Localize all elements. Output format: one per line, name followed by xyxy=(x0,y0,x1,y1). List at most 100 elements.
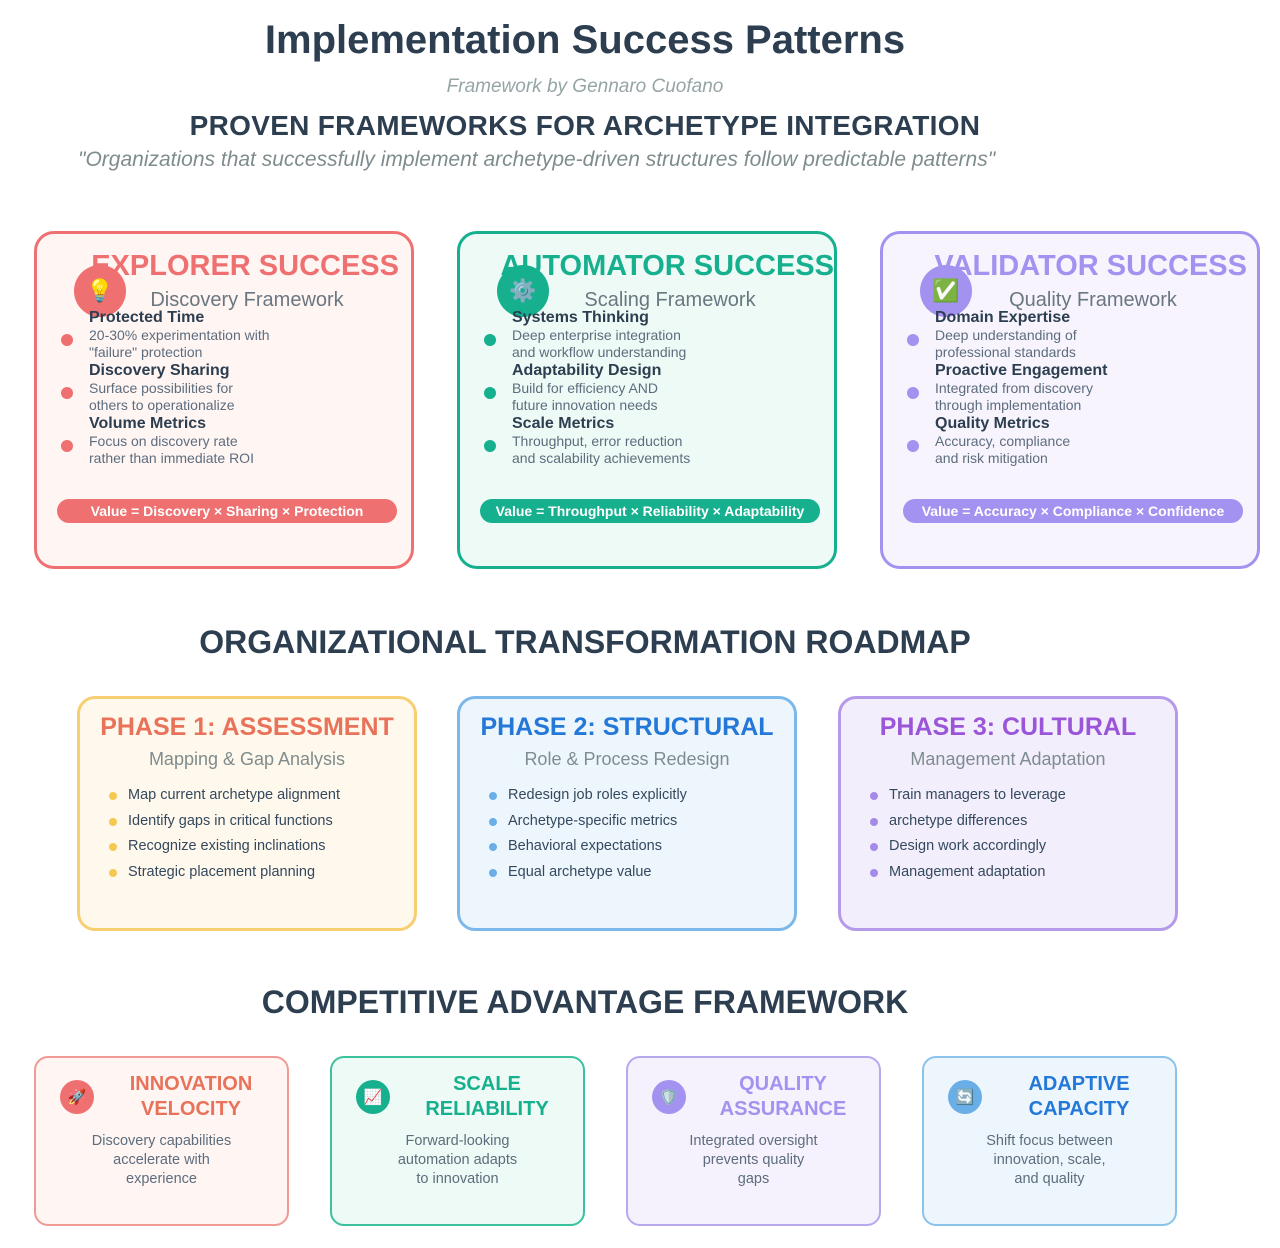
phase-list: Redesign job roles explicitly Archetype-… xyxy=(486,783,687,885)
list-item-text: Behavioral expectations xyxy=(508,838,662,854)
value-formula: Value = Throughput × Reliability × Adapt… xyxy=(480,499,820,523)
phase-subtitle: Role & Process Redesign xyxy=(524,749,730,769)
item-title: Scale Metrics xyxy=(512,415,615,432)
bullet-dot xyxy=(61,334,73,346)
phase-title: PHASE 3: CULTURAL xyxy=(879,713,1137,741)
item-text: Accuracy, compliance and risk mitigation xyxy=(935,433,1071,466)
bullet-dot xyxy=(907,440,919,452)
lightbulb-icon: 💡 xyxy=(74,265,126,317)
item-title: Adaptability Design xyxy=(512,362,662,379)
card-item: Volume Metrics Focus on discovery rate r… xyxy=(89,414,389,467)
section-title-roadmap: ORGANIZATIONAL TRANSFORMATION ROADMAP xyxy=(199,624,971,660)
phase-card-structural: PHASE 2: STRUCTURAL Role & Process Redes… xyxy=(457,696,797,931)
advantage-title: QUALITY ASSURANCE xyxy=(719,1073,847,1120)
bullet-dot xyxy=(109,843,117,851)
card-item: Quality Metrics Accuracy, compliance and… xyxy=(935,414,1235,467)
card-title: EXPLORER SUCCESS xyxy=(91,250,399,282)
checkmark-icon: ✅ xyxy=(920,265,972,317)
card-subtitle: Quality Framework xyxy=(1009,289,1177,311)
list-item: Behavioral expectations xyxy=(486,834,687,860)
gear-icon: ⚙️ xyxy=(497,265,549,317)
advantage-text: Forward-looking automation adapts to inn… xyxy=(397,1133,518,1187)
card-item: Protected Time 20-30% experimentation wi… xyxy=(89,308,389,361)
list-item: Design work accordingly xyxy=(867,834,1066,860)
phase-title: PHASE 1: ASSESSMENT xyxy=(100,713,394,741)
advantage-title: SCALE RELIABILITY xyxy=(425,1073,549,1120)
list-item-text: Recognize existing inclinations xyxy=(128,838,326,854)
bullet-dot xyxy=(61,440,73,452)
bullet-dot xyxy=(489,868,497,877)
item-title: Domain Expertise xyxy=(935,309,1071,326)
author-credit: Framework by Gennaro Cuofano xyxy=(446,76,724,97)
bullet-dot xyxy=(907,334,919,346)
explorer-card: EXPLORER SUCCESS Discovery Framework 💡 P… xyxy=(34,231,414,569)
page-title: Implementation Success Patterns xyxy=(264,18,906,62)
bullet-dot xyxy=(489,817,497,826)
list-item: Redesign job roles explicitly xyxy=(486,783,687,809)
list-item-text: Strategic placement planning xyxy=(128,863,316,880)
item-text: Integrated from discovery through implem… xyxy=(935,380,1093,413)
rocket-icon: 🚀 xyxy=(60,1080,94,1114)
card-item: Domain Expertise Deep understanding of p… xyxy=(935,308,1235,361)
list-item: Strategic placement planning xyxy=(106,860,340,886)
list-item-text: archetype differences xyxy=(889,812,1028,829)
bullet-dot xyxy=(489,843,497,851)
section-title-frameworks: PROVEN FRAMEWORKS FOR ARCHETYPE INTEGRAT… xyxy=(189,110,981,141)
item-text: Throughput, error reduction and scalabil… xyxy=(512,433,691,466)
bullet-dot xyxy=(870,868,878,877)
item-text: 20-30% experimentation with "failure" pr… xyxy=(89,327,270,360)
advantage-text: Integrated oversight prevents quality ga… xyxy=(689,1133,818,1187)
refresh-icon: 🔄 xyxy=(948,1080,982,1114)
phase-list: Train managers to leverage archetype dif… xyxy=(867,783,1066,885)
automator-card: AUTOMATOR SUCCESS Scaling Framework ⚙️ S… xyxy=(457,231,837,569)
card-item: Systems Thinking Deep enterprise integra… xyxy=(512,308,812,361)
chart-icon: 📈 xyxy=(356,1080,390,1114)
list-item-text: Identify gaps in critical functions xyxy=(128,812,333,829)
list-item-text: Equal archetype value xyxy=(508,863,652,880)
item-title: Volume Metrics xyxy=(89,415,207,432)
list-item-text: Train managers to leverage xyxy=(889,787,1066,803)
item-text: Deep enterprise integration and workflow… xyxy=(512,327,687,360)
card-item: Discovery Sharing Surface possibilities … xyxy=(89,361,389,414)
card-title: VALIDATOR SUCCESS xyxy=(934,250,1247,282)
bullet-dot xyxy=(489,792,497,800)
list-item: Recognize existing inclinations xyxy=(106,834,340,860)
validator-card: VALIDATOR SUCCESS Quality Framework ✅ Do… xyxy=(880,231,1260,569)
value-formula: Value = Discovery × Sharing × Protection xyxy=(57,499,397,523)
bullet-dot xyxy=(109,817,117,826)
phase-subtitle: Mapping & Gap Analysis xyxy=(148,749,346,769)
list-item: Management adaptation xyxy=(867,860,1066,886)
list-item-text: Design work accordingly xyxy=(889,838,1047,854)
item-text: Surface possibilities for others to oper… xyxy=(89,380,235,413)
list-item: Equal archetype value xyxy=(486,860,687,886)
advantage-card-adaptive: 🔄 ADAPTIVE CAPACITY Shift focus between … xyxy=(922,1056,1177,1226)
card-subtitle: Scaling Framework xyxy=(584,289,756,311)
quote: "Organizations that successfully impleme… xyxy=(78,148,996,171)
item-text: Build for efficiency AND future innovati… xyxy=(512,380,659,413)
bullet-dot xyxy=(870,817,878,826)
item-title: Systems Thinking xyxy=(512,309,649,326)
list-item: Train managers to leverage xyxy=(867,783,1066,809)
advantage-card-quality: 🛡️ QUALITY ASSURANCE Integrated oversigh… xyxy=(626,1056,881,1226)
bullet-dot xyxy=(870,843,878,851)
advantage-card-innovation: 🚀 INNOVATION VELOCITY Discovery capabili… xyxy=(34,1056,289,1226)
item-text: Focus on discovery rate rather than imme… xyxy=(89,433,254,466)
card-subtitle: Discovery Framework xyxy=(150,289,344,311)
list-item-text: Redesign job roles explicitly xyxy=(508,787,687,803)
list-item: Archetype-specific metrics xyxy=(486,809,687,835)
phase-list: Map current archetype alignment Identify… xyxy=(106,783,340,885)
card-item: Adaptability Design Build for efficiency… xyxy=(512,361,812,414)
bullet-dot xyxy=(907,387,919,399)
item-title: Quality Metrics xyxy=(935,415,1050,432)
card-item: Proactive Engagement Integrated from dis… xyxy=(935,361,1235,414)
advantage-text: Discovery capabilities accelerate with e… xyxy=(91,1133,232,1187)
list-item: Identify gaps in critical functions xyxy=(106,809,340,835)
card-item: Scale Metrics Throughput, error reductio… xyxy=(512,414,812,467)
advantage-title: INNOVATION VELOCITY xyxy=(129,1073,253,1120)
bullet-dot xyxy=(61,387,73,399)
item-title: Protected Time xyxy=(89,309,205,326)
advantage-title: ADAPTIVE CAPACITY xyxy=(1028,1073,1130,1120)
card-title: AUTOMATOR SUCCESS xyxy=(500,250,834,282)
item-title: Proactive Engagement xyxy=(935,362,1108,379)
value-formula: Value = Accuracy × Compliance × Confiden… xyxy=(903,499,1243,523)
